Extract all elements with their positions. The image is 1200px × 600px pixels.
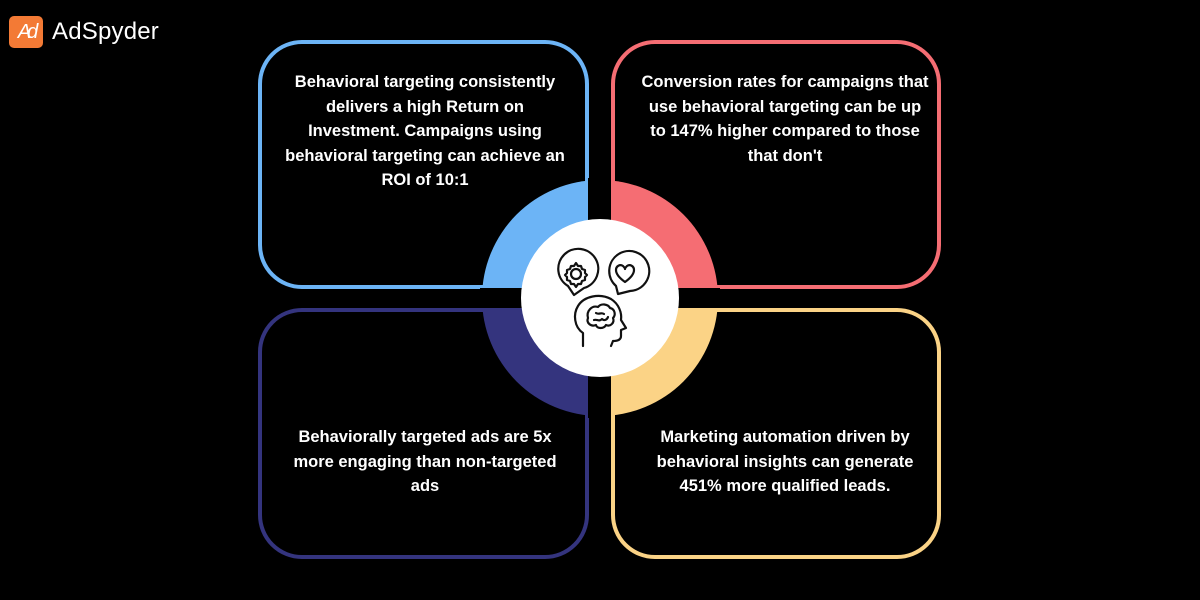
stat-card-roi — [258, 40, 589, 289]
adspyder-logo-icon: Ad — [9, 16, 43, 48]
gear-icon — [563, 261, 589, 289]
stat-text-roi: Behavioral targeting consistently delive… — [285, 73, 565, 189]
brain-icon — [586, 303, 616, 330]
brand-logo: Ad AdSpyder — [9, 16, 159, 48]
central-hub — [480, 178, 720, 418]
head-brain-thoughts-icon — [557, 247, 651, 348]
stat-text-conversion: Conversion rates for campaigns that use … — [641, 73, 929, 165]
heart-icon — [614, 264, 636, 284]
brand-name: AdSpyder — [52, 18, 159, 45]
stat-text-engagement: Behaviorally targeted ads are 5x more en… — [293, 428, 557, 495]
stat-text-leads: Marketing automation driven by behaviora… — [656, 428, 914, 495]
